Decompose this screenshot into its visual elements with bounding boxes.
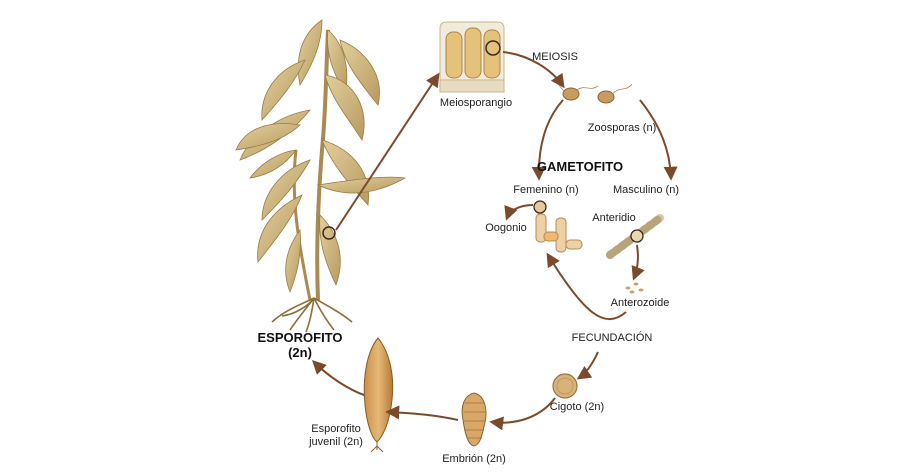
label-zoosporas: Zoosporas (n) xyxy=(587,122,657,134)
arrow-sporophyte-to-meiosporangio xyxy=(335,72,440,231)
label-esporofito-juvenil: Esporofito juvenil (2n) xyxy=(309,423,363,449)
cycle-arrows xyxy=(312,51,678,431)
label-esporofito: ESPOROFITO (2n) xyxy=(258,330,343,360)
embrion-illustration xyxy=(461,392,487,447)
sporophyte-illustration xyxy=(235,19,407,333)
label-esporofito-juvenil-line1: Esporofito xyxy=(311,423,361,435)
arrow-to-male xyxy=(639,99,678,181)
label-gametofito: GAMETOFITO xyxy=(536,159,624,174)
label-esporofito-line2: (2n) xyxy=(288,345,312,360)
arrow-cigoto-to-embrion xyxy=(489,397,556,431)
label-oogonio: Oogonio xyxy=(485,222,527,234)
label-meiosis: MEIOSIS xyxy=(532,51,578,63)
arrow-fecundacion-to-cigoto xyxy=(576,351,599,380)
label-embrion: Embrión (2n) xyxy=(442,453,506,465)
label-meiosporangio: Meiosporangio xyxy=(439,97,513,109)
cigoto-illustration xyxy=(552,373,578,399)
label-cigoto: Cigoto (2n) xyxy=(549,401,605,413)
label-anterozoide: Anterozoide xyxy=(610,297,670,309)
label-masculino: Masculino (n) xyxy=(612,184,680,196)
arrow-meiosis xyxy=(502,51,565,89)
esporofito-juvenil-illustration xyxy=(363,337,394,453)
label-fecundacion: FECUNDACIÓN xyxy=(571,332,653,344)
label-esporofito-line1: ESPOROFITO xyxy=(257,330,343,345)
female-gametophyte-illustration xyxy=(533,200,583,253)
arrow-to-female xyxy=(531,99,564,181)
label-femenino: Femenino (n) xyxy=(513,184,579,196)
label-esporofito-juvenil-line2: juvenil (2n) xyxy=(309,436,363,448)
male-gametophyte-illustration xyxy=(606,214,664,259)
arrow-embrion-to-juvenil xyxy=(385,405,459,421)
label-anteridio: Anteridio xyxy=(592,212,636,224)
arrow-anterozoide-to-oogonio xyxy=(546,252,627,321)
zoosporas-illustration xyxy=(553,79,633,104)
meiosporangio-illustration xyxy=(439,21,505,93)
arrow-female-to-oogonio xyxy=(504,204,534,221)
arrow-anteridio-to-anterozoide xyxy=(631,244,645,281)
arrow-juvenil-to-sporophyte xyxy=(312,360,365,396)
anterozoide-illustration xyxy=(625,282,644,294)
